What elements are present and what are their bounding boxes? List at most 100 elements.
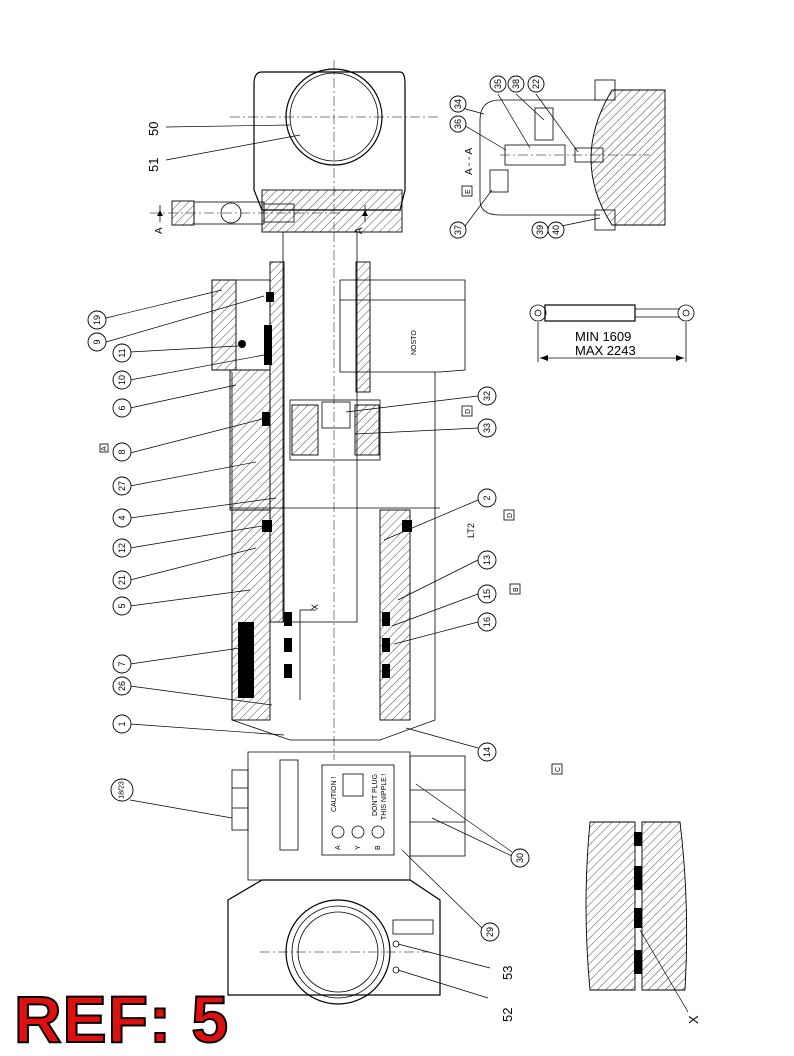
svg-text:9: 9 (92, 339, 102, 344)
balloon-40: 40 (547, 221, 565, 239)
balloon-15: 15 (477, 584, 497, 604)
svg-text:B: B (375, 845, 382, 850)
box-label-e: E (461, 185, 473, 197)
section-a-left: A (154, 227, 165, 234)
svg-text:18/23: 18/23 (119, 781, 126, 799)
stroke-diagram: MIN 1609 MAX 2243 (529, 304, 695, 362)
balloon-29: 29 (480, 922, 500, 942)
svg-text:19: 19 (92, 315, 102, 325)
svg-text:40: 40 (551, 225, 561, 235)
svg-text:33: 33 (482, 423, 492, 433)
balloon-30: 30 (510, 848, 530, 868)
svg-text:7: 7 (117, 661, 127, 666)
svg-text:16: 16 (482, 617, 492, 627)
svg-text:38: 38 (511, 79, 521, 89)
svg-text:E: E (465, 189, 472, 194)
svg-text:36: 36 (453, 119, 463, 129)
x-section-label: X (310, 604, 320, 610)
cylinder-base: CAUTION ! DON'T PLUG THIS NIPPLE ! A Y B (231, 751, 466, 881)
plain-labels: 50 51 53 52 X A A LT2 (146, 122, 701, 1024)
balloon-34: 34 (449, 95, 467, 113)
box-label-c: C (551, 763, 563, 775)
svg-text:A: A (335, 845, 342, 850)
svg-text:27: 27 (117, 481, 127, 491)
cylinder-barrel: X (230, 372, 440, 741)
grease-fitting-top (150, 200, 368, 226)
svg-text:5: 5 (117, 603, 127, 608)
balloon-5: 5 (112, 596, 132, 616)
svg-text:15: 15 (482, 589, 492, 599)
svg-text:2: 2 (482, 495, 492, 500)
label-lt2: LT2 (466, 523, 476, 538)
svg-text:8: 8 (117, 449, 127, 454)
svg-text:11: 11 (117, 348, 127, 357)
hydraulic-port-fittings (231, 755, 466, 857)
detail-x (585, 821, 689, 1013)
balloon-14: 14 (477, 742, 497, 762)
balloon-35: 35 (489, 75, 507, 93)
balloon-12: 12 (112, 538, 132, 558)
svg-text:C: C (555, 767, 562, 772)
svg-text:32: 32 (482, 391, 492, 401)
stroke-max-label: MAX 2243 (575, 343, 636, 358)
balloon-19: 19 (87, 310, 107, 330)
balloon-4: 4 (112, 508, 132, 528)
box-label-b: B (509, 583, 521, 595)
svg-text:34: 34 (453, 99, 463, 109)
base-eye (227, 879, 441, 1005)
balloon-16: 16 (477, 612, 497, 632)
balloon-37: 37 (449, 221, 467, 239)
svg-text:14: 14 (482, 747, 492, 757)
nosto-label: NOSTO (411, 330, 418, 355)
box-label-d1: D (461, 405, 473, 417)
svg-text:30: 30 (515, 853, 525, 863)
svg-text:22: 22 (531, 79, 541, 89)
svg-text:37: 37 (453, 225, 463, 235)
balloon-13: 13 (477, 550, 497, 570)
boxed-labels: A B C D D E (99, 185, 563, 775)
svg-text:13: 13 (482, 555, 492, 565)
balloon-8: 8 (112, 442, 132, 462)
svg-text:1: 1 (117, 721, 127, 726)
section-a-a-detail: A - - A (464, 79, 666, 231)
box-label-d2: D (503, 509, 515, 521)
balloon-27: 27 (112, 476, 132, 496)
caution-plate: CAUTION ! DON'T PLUG THIS NIPPLE ! A Y B (321, 764, 395, 856)
label-51: 51 (146, 158, 161, 172)
balloon-21: 21 (112, 570, 132, 590)
balloon-38: 38 (507, 75, 525, 93)
svg-text:10: 10 (117, 375, 127, 385)
balloon-6: 6 (112, 398, 132, 418)
balloon-7: 7 (112, 654, 132, 674)
label-x-detail: X (686, 1015, 701, 1024)
piston-seals (284, 612, 390, 678)
ref-label: REF: 5 (13, 982, 230, 1056)
svg-text:21: 21 (117, 575, 127, 585)
svg-text:4: 4 (117, 515, 127, 520)
label-52: 52 (500, 1008, 515, 1022)
svg-text:D: D (465, 409, 472, 414)
svg-text:6: 6 (117, 405, 127, 410)
balloon-2: 2 (477, 488, 497, 508)
piston-rod (269, 231, 371, 760)
section-aa-label: A - - A (464, 147, 475, 175)
leader-lines (105, 93, 601, 999)
rod-eye (230, 60, 440, 233)
balloon-39: 39 (531, 221, 549, 239)
balloon-9: 9 (87, 332, 107, 352)
balloon-10: 10 (112, 370, 132, 390)
balloon-32: 32 (477, 386, 497, 406)
section-a-right: A (354, 227, 365, 234)
balloon-18-23: 18/23 (110, 778, 134, 802)
svg-text:THIS NIPPLE !: THIS NIPPLE ! (381, 773, 388, 820)
svg-text:35: 35 (493, 79, 503, 89)
svg-text:26: 26 (117, 681, 127, 691)
svg-text:Y: Y (355, 845, 362, 850)
svg-text:A: A (101, 446, 108, 451)
balloon-1: 1 (112, 714, 132, 734)
svg-text:D: D (507, 513, 514, 518)
box-label-a: A (99, 443, 109, 453)
balloon-33: 33 (477, 418, 497, 438)
svg-text:12: 12 (117, 543, 127, 553)
